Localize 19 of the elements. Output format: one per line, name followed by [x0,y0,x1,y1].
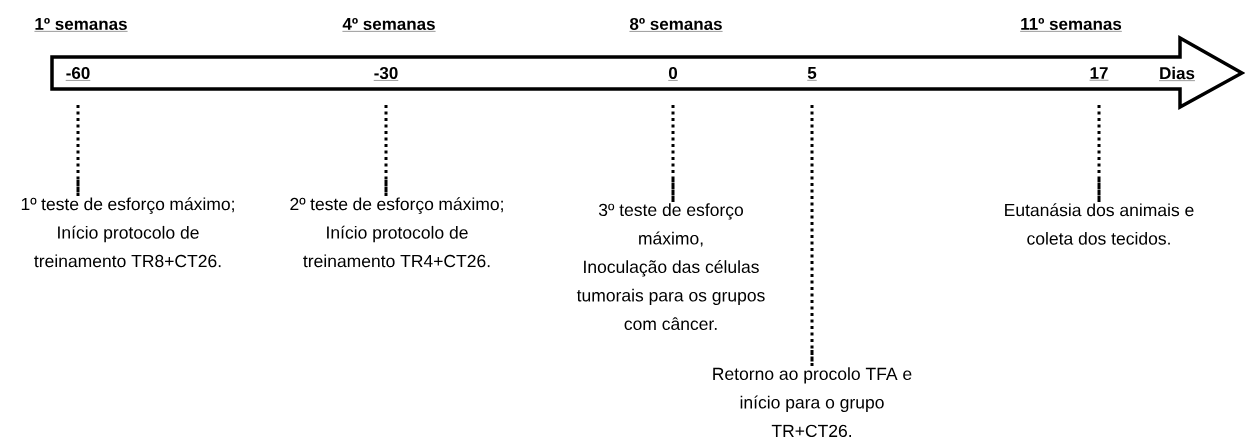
dotted-line [1097,103,1101,204]
week-heading: 1º semanas [34,18,128,32]
tick-label: -30 [373,66,399,81]
event-description: Retorno ao procolo TFA e início para o grupo TR+CT26. [713,367,912,437]
event-description: 3º teste de esforço máximo, Inoculação das células tumorais para os grupos com câncer. [576,203,765,331]
dotted-line [810,103,814,368]
tick-label: 0 [668,67,678,81]
tick-label: 5 [807,67,817,81]
week-heading: 4º semanas [342,18,436,32]
dotted-line [76,103,80,198]
event-description: 2º teste de esforço máximo; Início protocolo de treinamento TR4+CT26. [290,197,503,268]
week-heading: 8º semanas [629,18,723,32]
event-description: 1º teste de esforço máximo; Início protocolo de treinamento TR8+CT26. [21,197,234,268]
dotted-line [671,103,675,204]
tick-label: -60 [65,67,91,81]
event-description: Eutanásia dos animais e coleta dos tecidos. [1005,203,1194,245]
week-heading: 11º semanas [1019,18,1123,32]
dotted-line [384,103,388,198]
tick-label: 17 [1089,67,1109,81]
